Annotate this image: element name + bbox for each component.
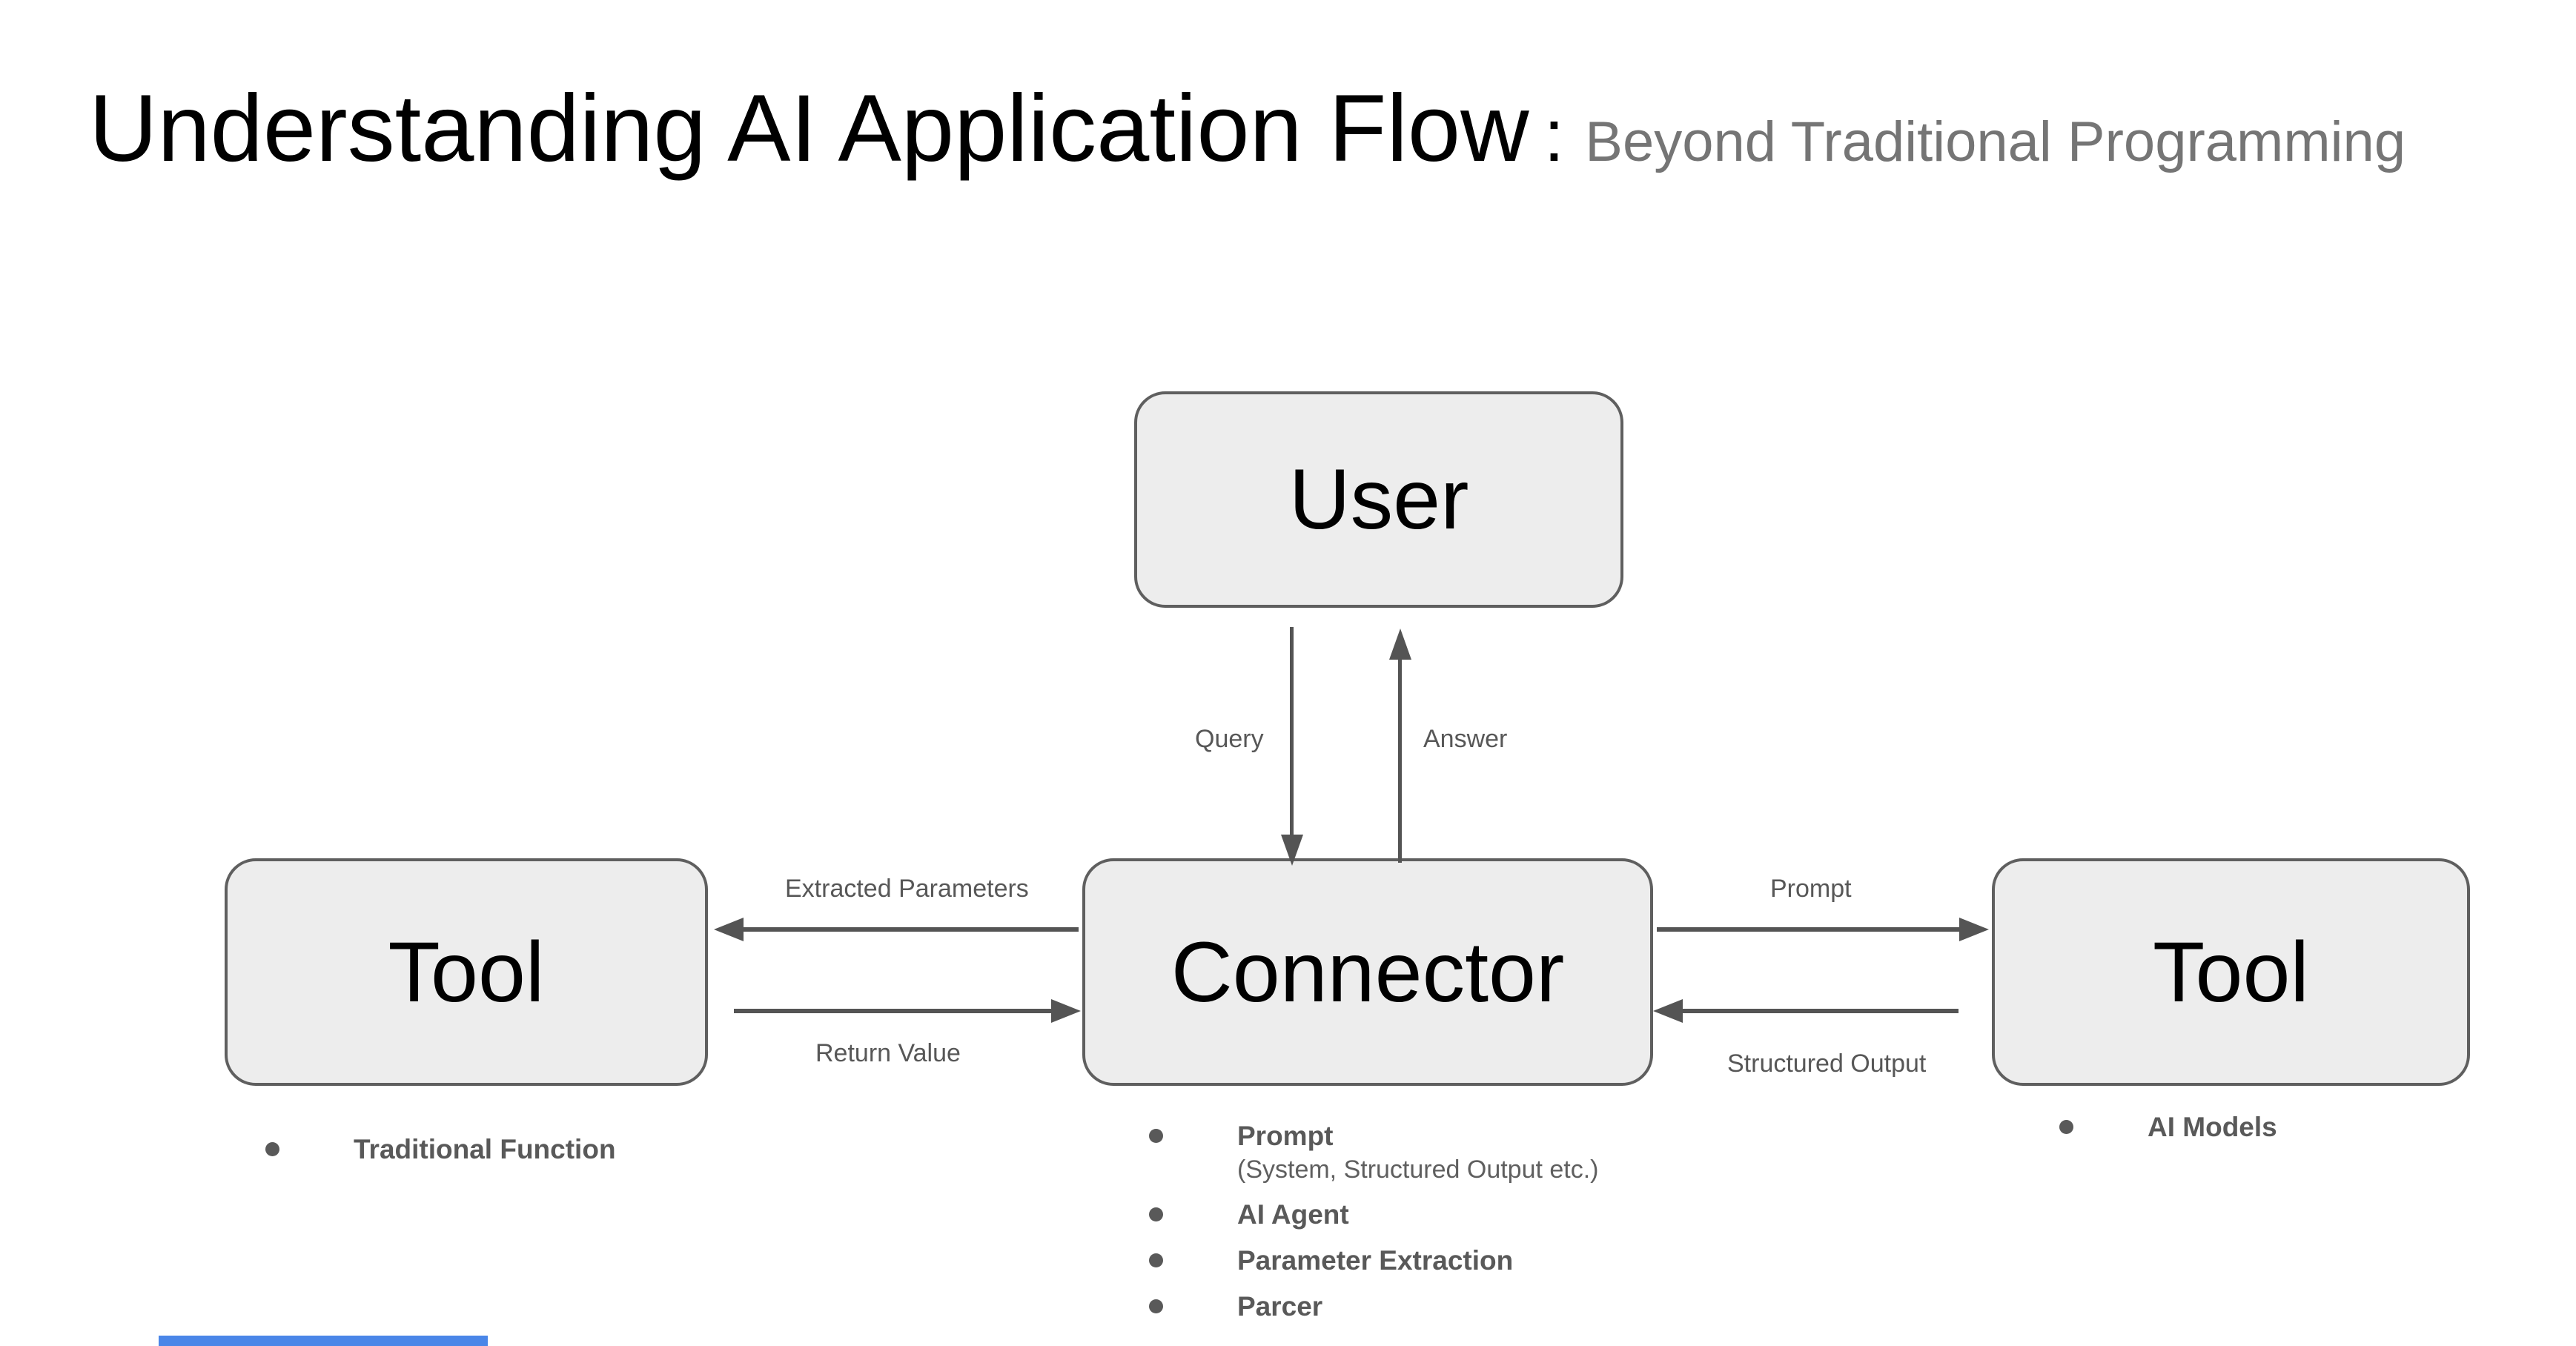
prompt-edge-label: Prompt bbox=[1770, 875, 1852, 903]
tool-left-notes: Traditional Function bbox=[265, 1133, 616, 1167]
bullet-icon bbox=[1149, 1207, 1163, 1221]
prompt-arrowhead-icon bbox=[1959, 918, 1989, 941]
list-item: Parcer bbox=[1149, 1290, 1599, 1324]
user-node: User bbox=[1134, 391, 1623, 608]
query-arrow-line bbox=[1290, 627, 1294, 836]
title-colon: : bbox=[1543, 94, 1565, 177]
bullet-icon bbox=[2059, 1120, 2073, 1134]
connector-note-text: Parameter Extraction bbox=[1237, 1245, 1514, 1276]
list-item: AI Models bbox=[2059, 1110, 2277, 1144]
connector-note-text: Parcer bbox=[1237, 1291, 1323, 1322]
connector-note-text: AI Agent bbox=[1237, 1199, 1349, 1230]
tool-left-node: Tool bbox=[225, 858, 708, 1086]
bullet-icon bbox=[265, 1142, 279, 1156]
return-value-arrow-line bbox=[734, 1009, 1054, 1013]
bullet-icon bbox=[1149, 1253, 1163, 1267]
extracted-parameters-edge-label: Extracted Parameters bbox=[785, 875, 1029, 903]
connector-node: Connector bbox=[1082, 858, 1653, 1086]
list-item: Prompt (System, Structured Output etc.) bbox=[1149, 1119, 1599, 1186]
tool-left-note-text: Traditional Function bbox=[354, 1134, 616, 1164]
bullet-icon bbox=[1149, 1129, 1163, 1143]
answer-edge-label: Answer bbox=[1423, 725, 1508, 753]
tool-right-notes: AI Models bbox=[2059, 1110, 2277, 1144]
structured-output-arrow-line bbox=[1681, 1009, 1959, 1013]
list-item: AI Agent bbox=[1149, 1198, 1599, 1232]
bullet-icon bbox=[1149, 1299, 1163, 1313]
extracted-parameters-arrowhead-icon bbox=[714, 918, 744, 941]
list-item: Traditional Function bbox=[265, 1133, 616, 1167]
tool-left-node-label: Tool bbox=[388, 924, 545, 1020]
return-value-arrowhead-icon bbox=[1051, 999, 1081, 1023]
bottom-accent-bar bbox=[159, 1336, 488, 1346]
page-title: Understanding AI Application Flow bbox=[89, 76, 1529, 182]
page-subtitle: Beyond Traditional Programming bbox=[1585, 110, 2406, 173]
list-item: Parameter Extraction bbox=[1149, 1244, 1599, 1278]
query-arrowhead-icon bbox=[1281, 835, 1303, 866]
query-edge-label: Query bbox=[1195, 725, 1264, 753]
connector-notes: Prompt (System, Structured Output etc.) … bbox=[1149, 1119, 1599, 1324]
connector-note-subtext: (System, Structured Output etc.) bbox=[1237, 1156, 1599, 1184]
tool-right-node: Tool bbox=[1992, 858, 2470, 1086]
extracted-parameters-arrow-line bbox=[741, 927, 1079, 932]
structured-output-edge-label: Structured Output bbox=[1727, 1050, 1927, 1078]
answer-arrow-line bbox=[1398, 658, 1402, 863]
user-node-label: User bbox=[1288, 452, 1469, 547]
connector-note-text: Prompt bbox=[1237, 1121, 1334, 1151]
tool-right-note-text: AI Models bbox=[2148, 1112, 2277, 1142]
return-value-edge-label: Return Value bbox=[815, 1039, 961, 1067]
prompt-arrow-line bbox=[1657, 927, 1961, 932]
structured-output-arrowhead-icon bbox=[1653, 999, 1683, 1023]
connector-node-label: Connector bbox=[1171, 924, 1565, 1020]
tool-right-node-label: Tool bbox=[2153, 924, 2309, 1020]
title-row: Understanding AI Application Flow : Beyo… bbox=[89, 74, 2406, 183]
answer-arrowhead-icon bbox=[1389, 629, 1411, 660]
